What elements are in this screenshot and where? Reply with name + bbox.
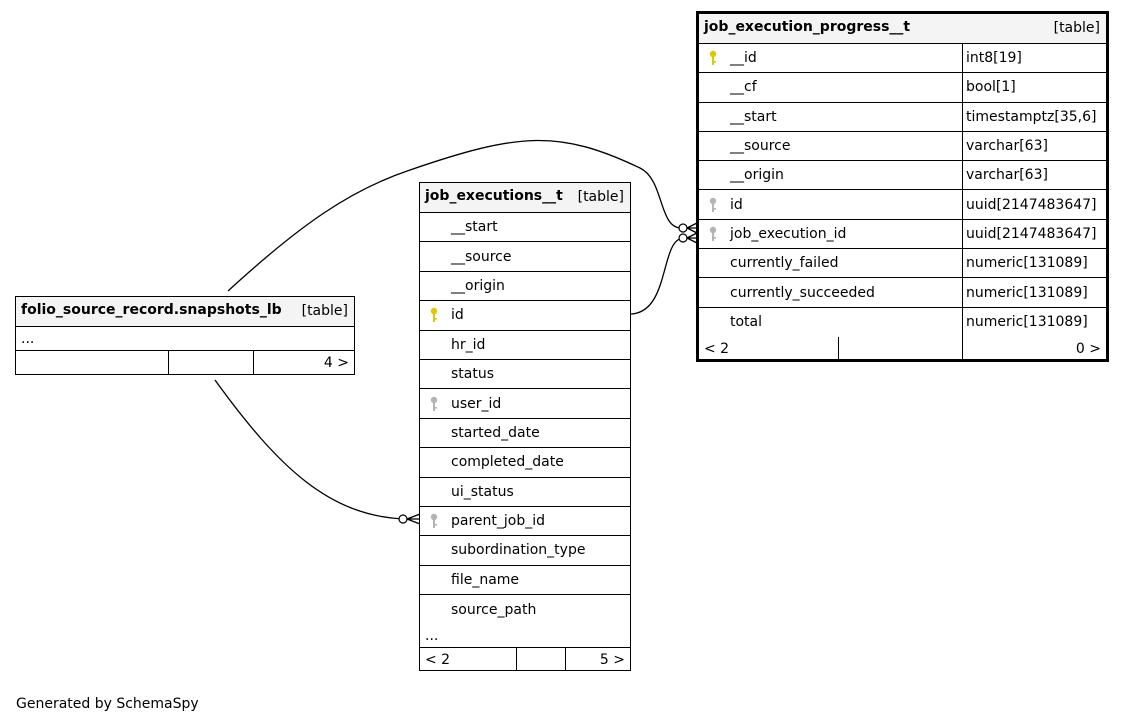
- edge-jobexec-id-to-progress-jobexecid: [630, 237, 684, 315]
- more-columns: ...: [16, 327, 354, 351]
- column-row[interactable]: __source: [420, 242, 630, 272]
- table-snapshots[interactable]: folio_source_record.snapshots_lb [table]…: [15, 296, 355, 375]
- column-name: __source: [730, 138, 791, 155]
- table-kind: [table]: [1053, 20, 1100, 36]
- column-row[interactable]: id: [420, 301, 630, 331]
- column-type: bool[1]: [966, 79, 1016, 96]
- generated-by-credit: Generated by SchemaSpy: [16, 696, 199, 712]
- column-row[interactable]: __id int8[19]: [699, 44, 1106, 74]
- column-type: int8[19]: [966, 50, 1022, 67]
- column-name: currently_succeeded: [730, 284, 875, 301]
- table-name: job_execution_progress__t: [704, 19, 911, 35]
- foreign-key-icon: [709, 226, 717, 241]
- table-job-executions[interactable]: job_executions__t [table] __start __sourc…: [419, 182, 631, 672]
- column-name: file_name: [451, 571, 520, 588]
- table-kind: [table]: [301, 303, 348, 319]
- column-type: numeric[131089]: [966, 255, 1088, 272]
- column-name: total: [730, 314, 763, 331]
- column-name: job_execution_id: [730, 225, 847, 242]
- primary-key-icon: [430, 308, 438, 323]
- column-row[interactable]: completed_date: [420, 448, 630, 478]
- column-row[interactable]: subordination_type: [420, 536, 630, 566]
- column-row[interactable]: currently_succeeded numeric[131089]: [699, 278, 1106, 308]
- column-name: started_date: [451, 424, 540, 441]
- column-name: parent_job_id: [451, 513, 546, 530]
- table-footer: 4 >: [16, 351, 354, 374]
- foreign-key-icon: [430, 396, 438, 411]
- column-row[interactable]: started_date: [420, 419, 630, 449]
- column-row[interactable]: __cf bool[1]: [699, 73, 1106, 103]
- table-header: folio_source_record.snapshots_lb [table]: [16, 297, 354, 327]
- column-name: id: [451, 307, 464, 324]
- column-name: __start: [451, 219, 498, 236]
- footer-children[interactable]: 5 >: [599, 651, 625, 668]
- column-type: uuid[2147483647]: [966, 225, 1097, 242]
- edge-snapshots-to-progress-id: [227, 139, 684, 292]
- footer-children[interactable]: 4 >: [323, 354, 349, 371]
- column-type: varchar[63]: [966, 138, 1048, 155]
- column-row[interactable]: hr_id: [420, 331, 630, 360]
- more-columns: ...: [420, 624, 630, 649]
- column-name: hr_id: [451, 336, 486, 353]
- column-row[interactable]: ui_status: [420, 478, 630, 507]
- table-job-execution-progress[interactable]: job_execution_progress__t [table] __id in…: [696, 11, 1109, 362]
- crowfoot-progress-jobexecid: [678, 232, 698, 244]
- column-name: id: [730, 196, 743, 213]
- edge-snapshots-to-parent-job-id: [214, 379, 404, 520]
- column-name: __origin: [730, 167, 784, 184]
- column-row[interactable]: id uuid[2147483647]: [699, 190, 1106, 220]
- column-name: __id: [730, 50, 757, 67]
- column-row[interactable]: __start timestamptz[35,6]: [699, 102, 1106, 132]
- column-row[interactable]: __start: [420, 213, 630, 243]
- foreign-key-icon: [430, 513, 438, 529]
- table-footer: < 2 0 >: [699, 336, 1106, 362]
- primary-key-icon: [709, 50, 717, 66]
- column-type: uuid[2147483647]: [966, 196, 1097, 213]
- table-name: folio_source_record.snapshots_lb: [21, 302, 282, 318]
- column-name: status: [451, 366, 495, 383]
- column-name: source_path: [451, 601, 537, 618]
- column-name: __source: [451, 248, 512, 265]
- column-row[interactable]: currently_failed numeric[131089]: [699, 249, 1106, 279]
- table-header: job_execution_progress__t [table]: [699, 14, 1106, 44]
- column-type: numeric[131089]: [966, 284, 1088, 301]
- column-row[interactable]: status: [420, 360, 630, 390]
- column-type: numeric[131089]: [966, 314, 1088, 331]
- column-row[interactable]: file_name: [420, 566, 630, 596]
- column-row[interactable]: __origin varchar[63]: [699, 161, 1106, 191]
- column-row[interactable]: parent_job_id: [420, 507, 630, 537]
- table-header: job_executions__t [table]: [420, 183, 630, 213]
- column-row[interactable]: job_execution_id uuid[2147483647]: [699, 219, 1106, 250]
- column-name: user_id: [451, 395, 502, 412]
- column-name: completed_date: [451, 454, 564, 471]
- column-name: currently_failed: [730, 255, 839, 272]
- column-name: __cf: [730, 79, 757, 96]
- crowfoot-parent-job-id: [398, 513, 421, 525]
- column-name: ui_status: [451, 483, 514, 500]
- column-row[interactable]: user_id: [420, 389, 630, 419]
- table-footer: < 2 5 >: [420, 648, 630, 672]
- column-name: subordination_type: [451, 542, 586, 559]
- table-kind: [table]: [577, 189, 624, 205]
- footer-parents[interactable]: < 2: [704, 341, 730, 358]
- footer-parents[interactable]: < 2: [425, 651, 451, 668]
- column-type: varchar[63]: [966, 167, 1048, 184]
- column-name: __start: [730, 108, 777, 125]
- column-row[interactable]: __source varchar[63]: [699, 131, 1106, 162]
- column-row[interactable]: __origin: [420, 272, 630, 302]
- table-name: job_executions__t: [425, 188, 563, 204]
- column-type: timestamptz[35,6]: [966, 108, 1097, 125]
- column-row[interactable]: total numeric[131089]: [699, 307, 1106, 337]
- foreign-key-icon: [709, 197, 717, 212]
- crowfoot-progress-id: [678, 222, 698, 234]
- footer-children[interactable]: 0 >: [1075, 341, 1101, 358]
- column-name: __origin: [451, 277, 505, 294]
- column-row[interactable]: source_path: [420, 595, 630, 624]
